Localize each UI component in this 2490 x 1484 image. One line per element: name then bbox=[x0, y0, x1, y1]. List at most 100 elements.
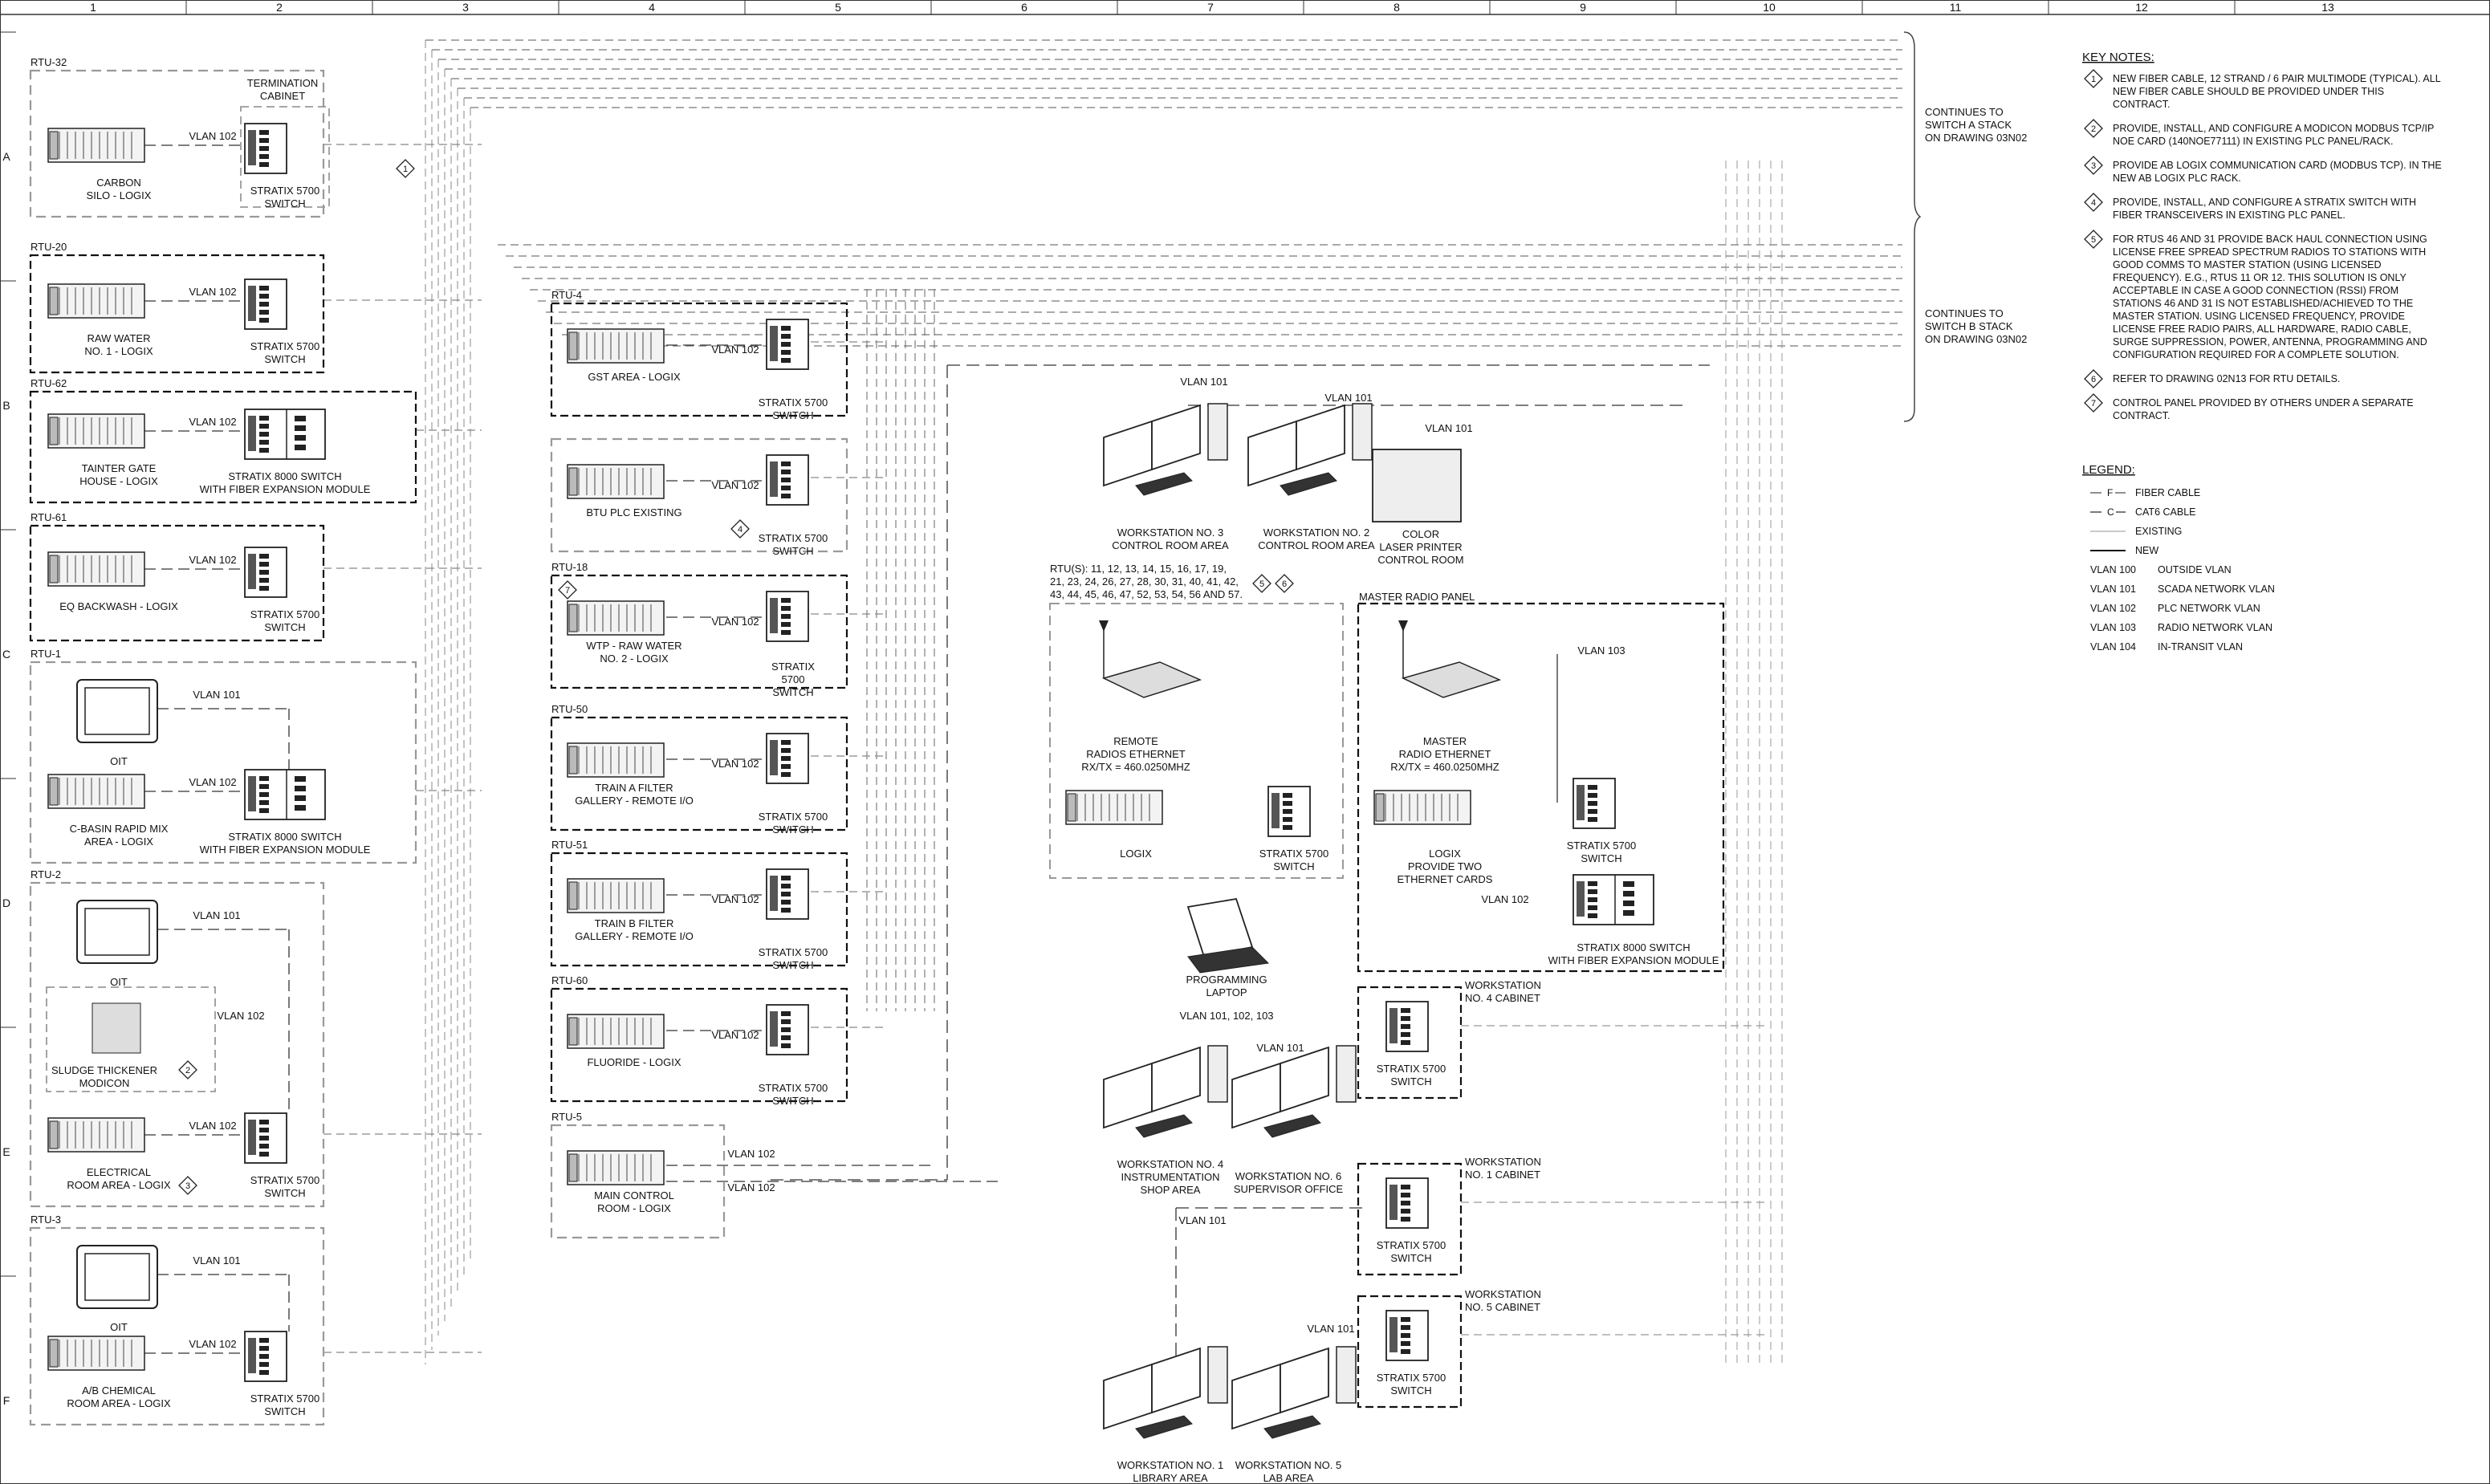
column-marker: 5 bbox=[835, 1, 841, 14]
plc-label: HOUSE - LOGIX bbox=[79, 475, 158, 487]
workstation-label: SUPERVISOR OFFICE bbox=[1234, 1183, 1344, 1195]
note-number: 2 bbox=[2091, 124, 2096, 134]
switch-port bbox=[259, 130, 269, 135]
switch-icon bbox=[1386, 1178, 1428, 1228]
vlan-label: VLAN 102 bbox=[189, 554, 236, 566]
switch-icon bbox=[245, 1113, 287, 1163]
key-note-text: NEW FIBER CABLE SHOULD BE PROVIDED UNDER… bbox=[2113, 86, 2384, 97]
key-note-text: PROVIDE, INSTALL, AND CONFIGURE A MODICO… bbox=[2113, 123, 2434, 134]
note-number: 2 bbox=[185, 1066, 190, 1075]
switch-port bbox=[781, 334, 791, 339]
switch-port bbox=[781, 461, 791, 466]
switch-port bbox=[259, 570, 269, 575]
key-note-text: NEW AB LOGIX PLC RACK. bbox=[2113, 173, 2241, 184]
switch-port bbox=[1401, 1032, 1410, 1037]
row-marker: F bbox=[3, 1394, 10, 1407]
modicon-label: SLUDGE THICKENER bbox=[51, 1064, 157, 1076]
switch-port bbox=[781, 478, 791, 482]
plc-rack-icon bbox=[48, 775, 144, 808]
vlan-label: VLAN 101 bbox=[1256, 1042, 1304, 1054]
plc-power-module bbox=[50, 132, 58, 159]
key-note-text: LICENSE FREE RADIO PAIRS, ALL HARDWARE, … bbox=[2113, 323, 2411, 335]
radio-label: REMOTE bbox=[1113, 735, 1158, 747]
plc-label: ETHERNET CARDS bbox=[1398, 873, 1493, 885]
switch-port bbox=[1401, 1209, 1410, 1214]
switch-label: SWITCH bbox=[264, 1187, 305, 1199]
plc-rack-body bbox=[48, 284, 144, 318]
workstation-label: LIBRARY AREA bbox=[1133, 1472, 1208, 1484]
plc-rack-icon bbox=[48, 1118, 144, 1152]
key-note-text: NEW FIBER CABLE, 12 STRAND / 6 PAIR MULT… bbox=[2113, 73, 2441, 84]
switch-module bbox=[1389, 1317, 1398, 1352]
switch-port bbox=[781, 1019, 791, 1024]
note-number: 3 bbox=[2091, 161, 2096, 171]
switch-port bbox=[259, 784, 269, 789]
rtu-id: RTU-60 bbox=[551, 974, 588, 986]
rtus-list: 21, 23, 24, 26, 27, 28, 30, 31, 40, 41, … bbox=[1050, 575, 1239, 588]
column-marker: 12 bbox=[2135, 1, 2148, 14]
workstation-label: WORKSTATION NO. 3 bbox=[1117, 527, 1223, 539]
switch-port bbox=[1588, 809, 1597, 814]
plc-power-module bbox=[569, 746, 577, 774]
switch-port bbox=[259, 138, 269, 143]
switch-label: STRATIX 5700 bbox=[250, 185, 319, 197]
switch-label: SWITCH bbox=[772, 823, 813, 836]
panel-title: MASTER RADIO PANEL bbox=[1359, 591, 1475, 603]
switch-port bbox=[781, 1027, 791, 1032]
switch-port bbox=[259, 776, 269, 781]
switch-port bbox=[781, 764, 791, 769]
plc-label: SILO - LOGIX bbox=[87, 189, 152, 201]
switch-icon bbox=[1268, 787, 1310, 836]
plc-rack-icon bbox=[48, 284, 144, 318]
switch-port bbox=[781, 350, 791, 355]
switch-icon bbox=[245, 409, 325, 459]
note-number: 6 bbox=[1282, 579, 1287, 589]
plc-label: BTU PLC EXISTING bbox=[586, 506, 681, 518]
rtu-id: RTU-18 bbox=[551, 561, 588, 573]
legend-cat6-symbol: C bbox=[2107, 506, 2114, 518]
legend-cat6: CAT6 CABLE bbox=[2135, 506, 2196, 518]
vlan-label: VLAN 101, 102, 103 bbox=[1179, 1010, 1273, 1022]
switch-label: STRATIX bbox=[771, 661, 815, 673]
tower bbox=[1353, 404, 1372, 460]
switch-port bbox=[781, 614, 791, 619]
switch-icon bbox=[1573, 875, 1654, 925]
note-number: 1 bbox=[403, 165, 408, 174]
plc-rack-body bbox=[568, 1014, 664, 1048]
switch-port bbox=[259, 1338, 269, 1343]
switch-port bbox=[1401, 1008, 1410, 1013]
plc-rack-icon bbox=[568, 879, 664, 913]
switch-icon bbox=[1386, 1002, 1428, 1051]
legend-fiber-symbol: F bbox=[2107, 487, 2113, 498]
column-marker: 10 bbox=[1763, 1, 1776, 14]
column-marker: 3 bbox=[462, 1, 469, 14]
note-number: 7 bbox=[2091, 399, 2096, 409]
vlan-label: VLAN 102 bbox=[189, 286, 236, 298]
switch-icon bbox=[245, 770, 325, 819]
switch-module bbox=[1389, 1185, 1398, 1220]
plc-rack-body bbox=[568, 1151, 664, 1185]
plc-label: C-BASIN RAPID MIX bbox=[70, 823, 169, 835]
cabinet-label: WORKSTATION bbox=[1465, 1156, 1541, 1168]
vlan-label: VLAN 101 bbox=[1324, 392, 1372, 404]
cabinet-label: WORKSTATION bbox=[1465, 1288, 1541, 1300]
key-note-text: FREQUENCY). E.G., RTUS 11 OR 12. THIS SO… bbox=[2113, 272, 2407, 283]
plc-rack-body bbox=[48, 552, 144, 586]
legend-new: NEW bbox=[2135, 545, 2158, 556]
workstation-label: WORKSTATION NO. 5 bbox=[1235, 1459, 1341, 1471]
switch-label: SWITCH bbox=[264, 197, 305, 209]
plc-power-module bbox=[569, 1018, 577, 1045]
vlan-label: VLAN 101 bbox=[193, 1254, 240, 1266]
row-marker: A bbox=[2, 150, 10, 163]
stack-note: CONTINUES TO bbox=[1925, 106, 2004, 118]
column-marker: 7 bbox=[1207, 1, 1214, 14]
plc-power-module bbox=[50, 417, 58, 445]
vlan-label: VLAN 102 bbox=[189, 1120, 236, 1132]
switch-label: STRATIX 8000 SWITCH bbox=[228, 470, 341, 482]
switch-port bbox=[259, 554, 269, 559]
cabinet-label: NO. 4 CABINET bbox=[1465, 992, 1540, 1004]
switch-module bbox=[248, 130, 256, 165]
row-marker: B bbox=[2, 399, 10, 412]
vlan-label: VLAN 102 bbox=[711, 616, 759, 628]
switch-port bbox=[259, 578, 269, 583]
